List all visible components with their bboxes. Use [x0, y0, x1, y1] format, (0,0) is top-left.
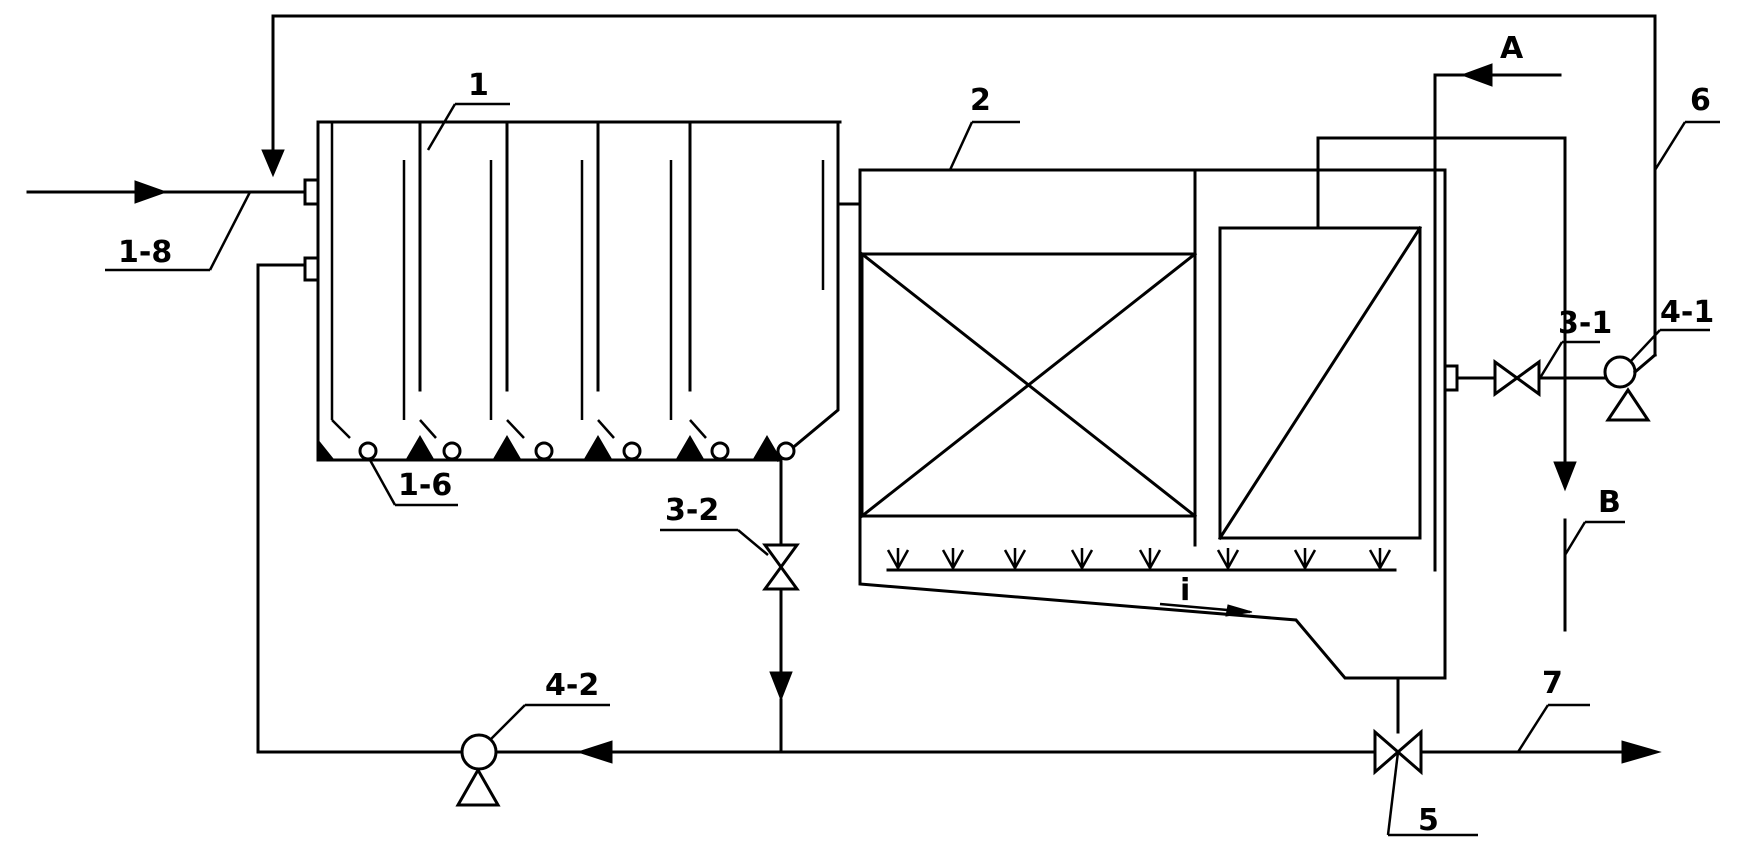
svg-text:4-1: 4-1	[1660, 295, 1714, 330]
recycle-pipe-6	[261, 14, 1657, 357]
outlet-pipe-7: 7	[1419, 666, 1662, 764]
return-line	[256, 263, 1377, 764]
aeration-diffusers	[886, 548, 1392, 571]
membrane-module	[1218, 226, 1422, 540]
valve-5: 5	[1373, 676, 1478, 838]
tank-2	[858, 73, 1447, 680]
valve-3-1: 3-1	[1443, 306, 1612, 397]
svg-text:3-1: 3-1	[1558, 306, 1612, 341]
svg-text:1: 1	[468, 68, 489, 103]
pump-4-2: 4-2	[455, 668, 610, 807]
permeate-line-B: B	[1316, 136, 1625, 632]
svg-text:B: B	[1598, 485, 1621, 520]
inlet-nozzle-lower	[303, 256, 320, 282]
svg-text:1-8: 1-8	[118, 235, 172, 270]
label-inlet-1-8: 1-8	[105, 191, 252, 272]
label-pipe-6: 6	[1653, 83, 1720, 171]
valve-3-2: 3-2	[660, 456, 800, 754]
svg-text:7: 7	[1542, 666, 1563, 701]
svg-text:6: 6	[1690, 83, 1711, 118]
label-aerator-1-6: 1-6	[368, 459, 458, 507]
slope-indicator: i	[1159, 573, 1253, 617]
label-tank-2: 2	[948, 83, 1020, 171]
packed-bed	[860, 252, 1197, 518]
svg-text:i: i	[1180, 573, 1190, 608]
svg-text:2: 2	[970, 83, 991, 118]
svg-text:3-2: 3-2	[665, 493, 719, 528]
tank-1	[316, 120, 842, 463]
pump-4-1: 4-1	[1603, 295, 1714, 422]
inlet-nozzle-upper	[303, 178, 320, 206]
label-tank-1: 1	[426, 68, 510, 151]
svg-text:1-6: 1-6	[398, 468, 452, 503]
svg-text:4-2: 4-2	[545, 668, 599, 703]
svg-text:5: 5	[1418, 803, 1439, 838]
stream-A: A	[1433, 31, 1562, 87]
svg-text:A: A	[1500, 31, 1524, 66]
aerators-1-6	[358, 441, 796, 461]
